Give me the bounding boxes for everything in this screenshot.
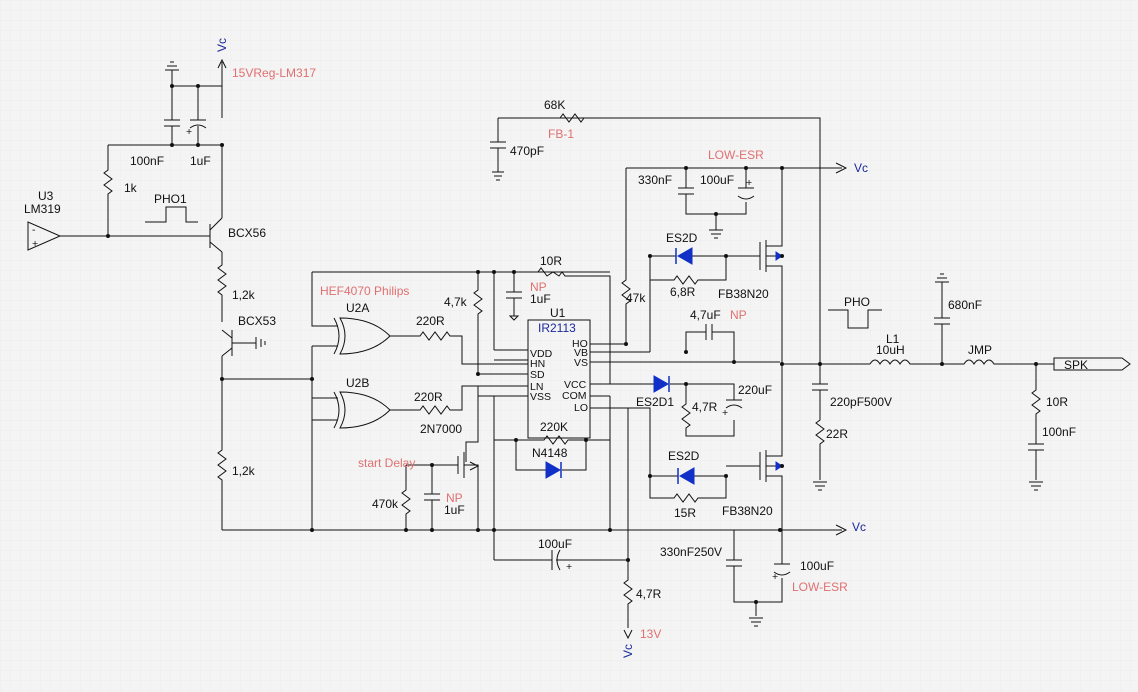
svg-text:+: + <box>32 238 38 250</box>
pin-vss: VSS <box>530 391 551 403</box>
c47u-label: 4,7uF <box>690 308 721 322</box>
fb1-label: FB-1 <box>548 127 574 141</box>
r220-b-label: 220R <box>414 390 443 404</box>
r68k-label: 68K <box>544 98 565 112</box>
v13-label: 13V <box>640 627 661 641</box>
r47r-b-label: 4,7R <box>636 587 662 601</box>
c100u-c-label: 100uF <box>800 559 834 573</box>
es2d-b-label: ES2D <box>668 449 700 463</box>
n4148-label: N4148 <box>532 446 568 460</box>
vc-bot-label: Vc <box>621 644 635 658</box>
svg-text:+: + <box>186 126 192 138</box>
start-delay <box>401 396 480 530</box>
hef-label: HEF4070 Philips <box>320 284 409 298</box>
c100n-b-label: 100nF <box>1042 425 1076 439</box>
l10u-label: 10uH <box>876 343 905 357</box>
es2d-a-label: ES2D <box>666 231 698 245</box>
r47k-a-label: 4,7k <box>444 295 468 309</box>
pin-com: COM <box>562 390 587 402</box>
svg-text:+: + <box>772 571 778 583</box>
r12k-a-label: 1,2k <box>232 288 256 302</box>
bcx56-label: BCX56 <box>228 226 266 240</box>
vc2-label: Vc <box>852 520 866 534</box>
lowesr2-label: LOW-ESR <box>792 580 848 594</box>
u1-label: U1 <box>550 306 566 320</box>
r1k-label: 1k <box>124 181 138 195</box>
r220-a-label: 220R <box>416 314 445 328</box>
np3-label: NP <box>446 491 463 505</box>
labels: Vc 15VReg-LM317 100nF 1uF 1k U3 LM319 PH… <box>24 38 1088 658</box>
reg-label: 15VReg-LM317 <box>232 66 316 80</box>
low-side: + + <box>610 364 791 627</box>
c330n-label: 330nF <box>638 173 672 187</box>
lowesr1-label: LOW-ESR <box>708 148 764 162</box>
c220u-label: 220uF <box>738 383 772 397</box>
r10-b-label: 10R <box>1046 395 1068 409</box>
svg-text:-: - <box>32 224 36 236</box>
u2a-label: U2A <box>346 301 369 315</box>
vc-top-label: Vc <box>215 38 229 52</box>
pho-label: PHO <box>844 295 870 309</box>
ir2113-label: IR2113 <box>538 321 576 335</box>
input-stage: + - + <box>27 58 314 530</box>
c1u-b-label: 1uF <box>530 292 551 306</box>
pin-vcc: VCC <box>564 379 587 391</box>
c100u-a-label: 100uF <box>700 173 734 187</box>
output-stage <box>780 273 1131 491</box>
fb38-a-label: FB38N20 <box>718 287 769 301</box>
r15-label: 15R <box>674 506 696 520</box>
pin-hn: HN <box>530 358 545 370</box>
np1-label: NP <box>530 280 547 294</box>
n2n7000-label: 2N7000 <box>420 422 462 436</box>
r470k-label: 470k <box>372 497 399 511</box>
es2d1-label: ES2D1 <box>636 395 674 409</box>
pin-ln: LN <box>530 381 543 393</box>
c1u-c-label: 1uF <box>444 503 465 517</box>
c220p-label: 220pF500V <box>830 395 892 409</box>
lm319-label: LM319 <box>24 202 61 216</box>
svg-text:+: + <box>746 177 752 189</box>
xor-gates <box>311 271 610 530</box>
c470p-label: 470pF <box>510 144 544 158</box>
vc1-label: Vc <box>854 161 868 175</box>
ir2113-driver <box>473 267 780 530</box>
spk-label: SPK <box>1064 358 1088 372</box>
jmp-label: JMP <box>968 343 992 357</box>
pin-vb: VB <box>574 347 588 359</box>
c100n-label: 100nF <box>130 154 164 168</box>
start-label: start Delay <box>358 456 415 470</box>
c680n-label: 680nF <box>948 298 982 312</box>
pho1-label: PHO1 <box>154 192 187 206</box>
pin-sd: SD <box>530 369 545 381</box>
bottom-rail: + <box>222 396 848 640</box>
l1-label: L1 <box>886 332 900 346</box>
svg-text:+: + <box>722 407 728 419</box>
np2-label: NP <box>730 308 747 322</box>
c1u-label: 1uF <box>190 154 211 168</box>
u2b-label: U2B <box>346 376 369 390</box>
svg-text:+: + <box>566 561 572 573</box>
bcx53-label: BCX53 <box>238 314 276 328</box>
c330n250-label: 330nF250V <box>660 545 722 559</box>
r68r-label: 6,8R <box>670 285 696 299</box>
r22-label: 22R <box>826 427 848 441</box>
pin-lo: LO <box>574 402 588 414</box>
high-side: + <box>490 113 848 364</box>
fb38-b-label: FB38N20 <box>722 504 773 518</box>
r47k-label: 47k <box>626 291 646 305</box>
pin-ho: HO <box>572 338 588 350</box>
pin-vdd: VDD <box>530 348 553 360</box>
u3-label: U3 <box>38 189 54 203</box>
r47r-a-label: 4,7R <box>692 400 718 414</box>
r220k-label: 220K <box>540 420 568 434</box>
r12k-b-label: 1,2k <box>232 464 256 478</box>
pin-vs: VS <box>574 357 588 369</box>
c100u-b-label: 100uF <box>538 537 572 551</box>
r10-label: 10R <box>540 254 562 268</box>
